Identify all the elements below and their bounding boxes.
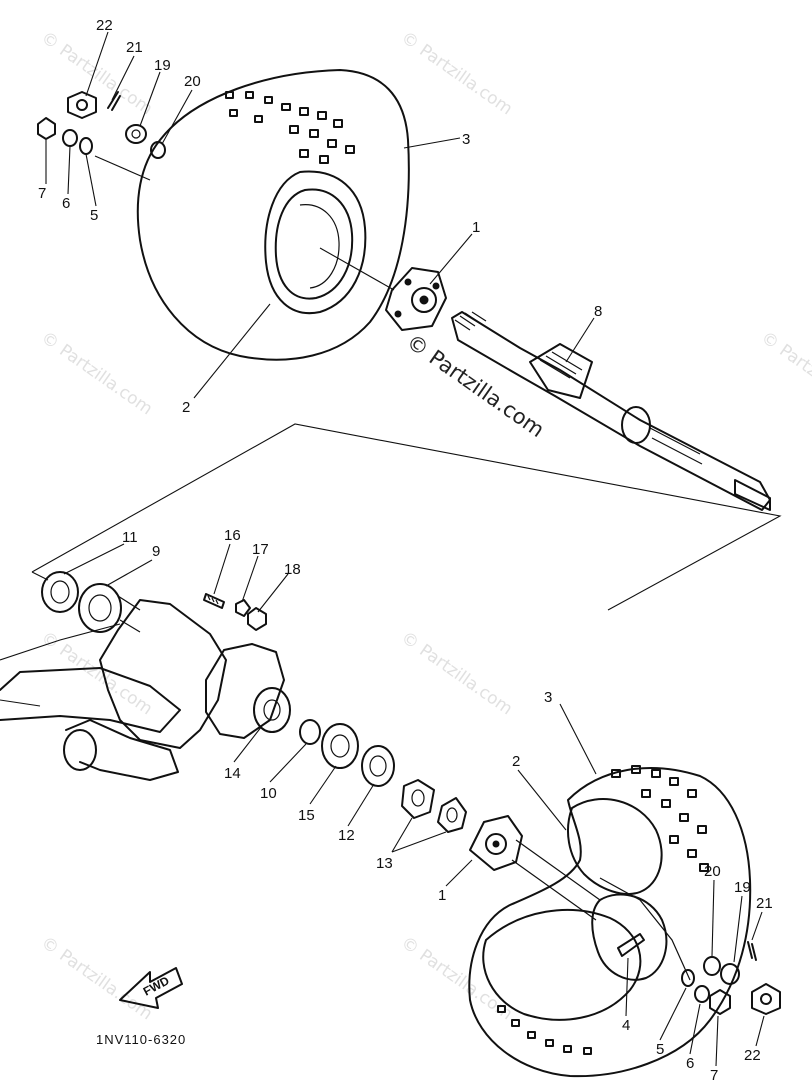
swing-arm-tube-lower: [65, 719, 179, 781]
ring-nut-13b: [437, 797, 467, 833]
fwd-arrow-icon: [119, 967, 183, 1009]
callout-5-lower: 5: [656, 1041, 664, 1058]
nut-19-upper: [125, 124, 147, 144]
hub-flange-1-upper: [385, 267, 447, 331]
forward-direction-arrow: FWD: [119, 967, 183, 1009]
callout-14: 14: [224, 765, 241, 782]
upper-rim-inner: [299, 204, 340, 289]
leader-lines: [45, 31, 765, 1067]
lower-rim-rear: [482, 908, 642, 1021]
nut-7-upper: [37, 117, 56, 140]
oil-seal-11: [41, 571, 79, 613]
watermark: © Partzilla.com: [397, 28, 516, 120]
axle-collar: [621, 406, 651, 444]
callout-13: 13: [376, 855, 393, 872]
callout-11: 11: [122, 529, 138, 546]
washer-20-lower: [703, 956, 721, 976]
callout-17: 17: [252, 541, 269, 558]
callout-3-lower: 3: [544, 689, 552, 706]
callout-1-upper: 1: [472, 219, 480, 236]
upper-hub: [319, 247, 447, 331]
center-watermark: © Partzilla.com: [402, 329, 549, 442]
callout-21-upper: 21: [126, 39, 143, 56]
axle-spline-end: [734, 479, 771, 511]
callout-7-upper: 7: [38, 185, 46, 202]
callout-1-lower: 1: [438, 887, 446, 904]
callout-20-upper: 20: [184, 73, 201, 90]
callout-4: 4: [622, 1017, 630, 1034]
wheel-stud-4: [617, 933, 645, 957]
callout-19-lower: 19: [734, 879, 751, 896]
washer-6-upper: [62, 129, 78, 147]
brake-disc-flange: [205, 643, 285, 739]
upper-wheel-assembly: [136, 69, 410, 361]
bearing-14: [253, 687, 291, 733]
callout-2-lower: 2: [512, 753, 520, 770]
bearing-15: [321, 723, 359, 769]
watermark: © Partzilla.com: [37, 328, 156, 420]
callout-9: 9: [152, 543, 160, 560]
upper-tire-outline: [136, 69, 410, 361]
oil-seal-12: [361, 745, 395, 787]
axle-housing-assembly: [41, 571, 467, 833]
callout-22-lower: 22: [744, 1047, 761, 1064]
nut-18: [247, 607, 267, 631]
callout-5-upper: 5: [90, 207, 98, 224]
lower-tire-tread-knobs: [497, 765, 709, 1055]
callout-21-lower: 21: [756, 895, 773, 912]
callout-6-upper: 6: [62, 195, 70, 212]
axle-spline-center: [529, 343, 593, 399]
ring-nut-13a: [401, 779, 435, 819]
lower-rim-center: [591, 893, 668, 981]
hub-flange-1-lower: [469, 815, 523, 871]
callout-12: 12: [338, 827, 355, 844]
callout-22-upper: 22: [96, 17, 113, 34]
lower-tire-outline: [468, 767, 752, 1078]
lower-rim-front: [567, 798, 663, 895]
upper-tire-tread-knobs: [225, 91, 355, 164]
axle-nut-22-lower: [751, 983, 781, 1015]
callout-19-upper: 19: [154, 57, 171, 74]
drawing-code: 1NV110-6320: [96, 1032, 186, 1047]
callout-18: 18: [284, 561, 301, 578]
washer-5-upper: [79, 137, 93, 155]
cotter-pin-21-upper: [107, 91, 121, 111]
stud-bolt-16: [203, 593, 225, 609]
axle-nut-22-upper: [67, 91, 97, 119]
watermark: © Partzilla.com: [37, 933, 156, 1025]
lower-hub-and-hardware: [469, 815, 781, 1015]
callout-16: 16: [224, 527, 241, 544]
lower-wheel-assembly: [468, 765, 752, 1078]
watermark: © Partzilla.com: [757, 328, 812, 420]
callout-8: 8: [594, 303, 602, 320]
bearing-9: [78, 583, 122, 633]
axle-housing-body: [99, 599, 227, 749]
nut-19-lower: [720, 963, 740, 985]
upper-tire-inner-edge: [264, 170, 367, 315]
rear-axle-8: [451, 311, 771, 511]
callouts: 22 21 19 20 3 7 6 5 1 8 2 11 9 16 17 18 …: [38, 17, 773, 1084]
nut-7-lower: [709, 989, 731, 1015]
washer-6-lower: [694, 985, 710, 1003]
callout-15: 15: [298, 807, 315, 824]
swing-arm-tube-upper: [0, 667, 181, 733]
washer-5-lower: [681, 969, 695, 987]
callout-10: 10: [260, 785, 277, 802]
cotter-pin-21-lower: [747, 941, 757, 961]
upper-rim: [274, 188, 354, 300]
assembly-reference-frame: [31, 423, 782, 611]
watermarks: © Partzilla.com © Partzilla.com © Partzi…: [37, 28, 812, 1025]
callout-6-lower: 6: [686, 1055, 694, 1072]
watermark: © Partzilla.com: [397, 628, 516, 720]
swing-arm-frame: [0, 623, 181, 781]
callout-3-upper: 3: [462, 131, 470, 148]
washer-20-upper: [150, 141, 166, 159]
spacer-10: [299, 719, 321, 745]
swing-arm-tube-end: [63, 729, 97, 771]
callout-2-upper: 2: [182, 399, 190, 416]
callout-7-lower: 7: [710, 1067, 718, 1084]
callout-20-lower: 20: [704, 863, 721, 880]
